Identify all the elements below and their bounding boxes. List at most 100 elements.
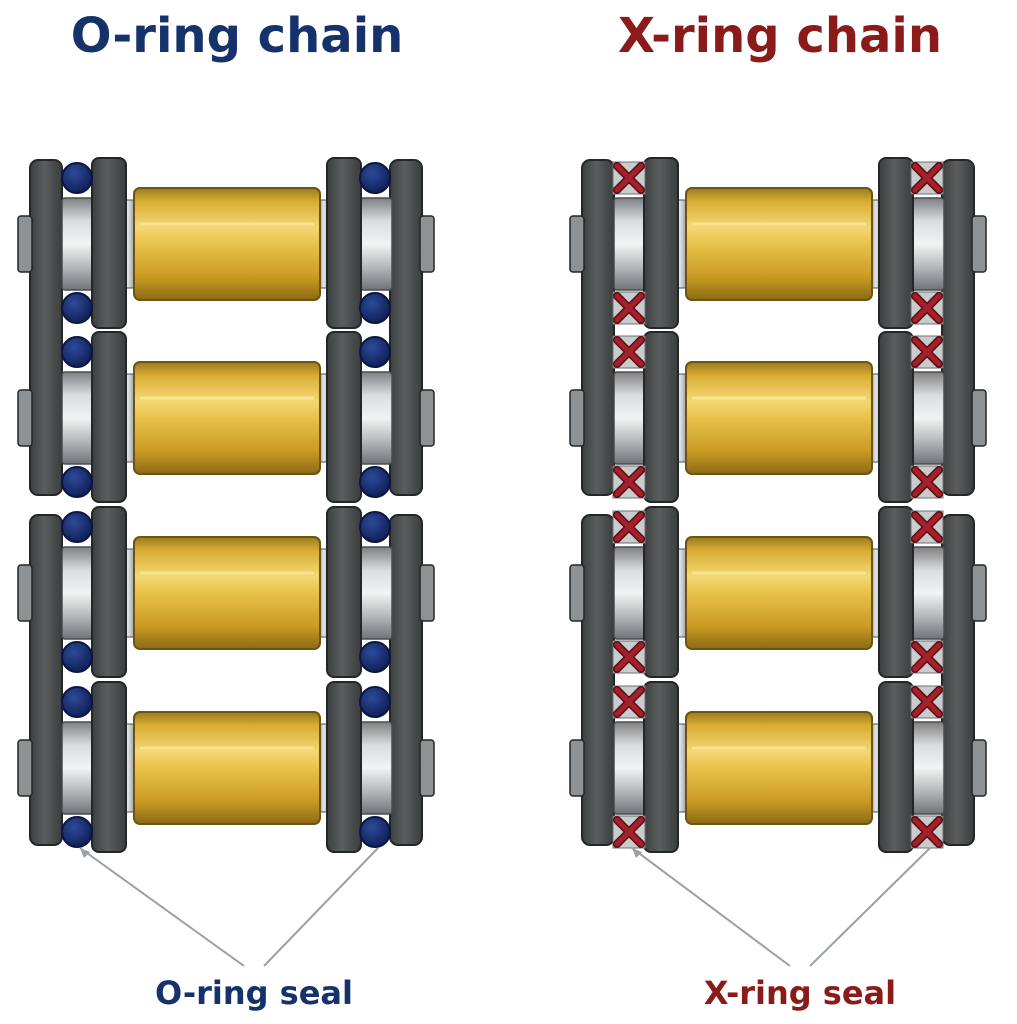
x-ring-seal [612, 685, 646, 719]
x-ring-stroke [614, 512, 644, 542]
leader-line [79, 847, 245, 967]
x-ring-seal [612, 291, 646, 325]
outer-link-plate [581, 514, 615, 846]
roller [685, 361, 873, 475]
inner-link-plate [326, 331, 362, 503]
leader-line [809, 847, 931, 967]
leader-arrowhead [80, 848, 90, 858]
x-ring-stroke [912, 817, 942, 847]
roller [133, 361, 321, 475]
x-ring-stroke [614, 467, 644, 497]
x-ring-stroke [614, 642, 644, 672]
pin-end [569, 389, 585, 447]
inner-link-plate [326, 157, 362, 329]
bushing [613, 546, 649, 640]
inner-link-plate [643, 506, 679, 678]
x-ring-seal [910, 685, 944, 719]
leader-line [631, 847, 791, 967]
pin-end [971, 389, 987, 447]
bushing [909, 721, 945, 815]
o-ring-seal [359, 292, 391, 324]
pin-end [971, 739, 987, 797]
o-ring-seal [61, 511, 93, 543]
pin-end [569, 739, 585, 797]
pin-end [419, 739, 435, 797]
inner-link-plate [643, 681, 679, 853]
x-ring-seal [910, 291, 944, 325]
bushing [613, 721, 649, 815]
roller [133, 536, 321, 650]
panel-title: X-ring chain [618, 8, 942, 64]
inner-link-plate [878, 157, 914, 329]
x-ring-stroke [912, 687, 942, 717]
o-ring-seal [61, 336, 93, 368]
inner-link-plate [326, 681, 362, 853]
pin-end [17, 564, 33, 622]
o-ring-seal [61, 686, 93, 718]
o-ring-seal [359, 686, 391, 718]
x-ring-stroke [614, 163, 644, 193]
x-ring-stroke [912, 512, 942, 542]
inner-link-plate [878, 331, 914, 503]
outer-link-plate [389, 514, 423, 846]
o-ring-seal [61, 641, 93, 673]
chain-link [612, 506, 945, 678]
x-ring-stroke [614, 817, 644, 847]
inner-link-plate [878, 681, 914, 853]
inner-link-plate [91, 331, 127, 503]
roller [133, 711, 321, 825]
pin-end [17, 215, 33, 273]
panel-title: O-ring chain [71, 8, 404, 64]
leader-arrowhead [632, 848, 642, 858]
inner-link-plate [91, 506, 127, 678]
inner-link-plate [326, 506, 362, 678]
outer-link-plate [29, 159, 63, 496]
x-ring-stroke [614, 293, 644, 323]
inner-link-plate [643, 157, 679, 329]
chain-link [61, 331, 393, 503]
inner-link-plate [91, 157, 127, 329]
inner-link-plate [643, 331, 679, 503]
x-ring-seal [612, 510, 646, 544]
inner-link-plate [91, 681, 127, 853]
leader-line [263, 847, 379, 967]
chain-link [61, 681, 393, 853]
x-ring-seal [910, 815, 944, 849]
roller [685, 711, 873, 825]
x-ring-seal [612, 161, 646, 195]
o-ring-seal [359, 816, 391, 848]
pin-end [971, 564, 987, 622]
x-ring-seal [910, 335, 944, 369]
x-ring-seal [910, 510, 944, 544]
chain-link [612, 331, 945, 503]
roller [133, 187, 321, 301]
bushing [61, 546, 97, 640]
x-ring-seal [612, 815, 646, 849]
x-ring-seal [910, 161, 944, 195]
outer-link-plate [941, 514, 975, 846]
x-ring-stroke [912, 642, 942, 672]
o-ring-seal [359, 336, 391, 368]
seal-label: O-ring seal [155, 974, 353, 1012]
x-ring-seal [612, 335, 646, 369]
pin-end [419, 389, 435, 447]
bushing [61, 371, 97, 465]
seal-label: X-ring seal [704, 974, 896, 1012]
o-ring-seal [359, 466, 391, 498]
chain-link [61, 157, 393, 329]
x-ring-stroke [614, 687, 644, 717]
bushing [61, 721, 97, 815]
pin-end [569, 564, 585, 622]
outer-link-plate [581, 159, 615, 496]
chain-link [612, 157, 945, 329]
pin-end [419, 564, 435, 622]
o-ring-seal [359, 641, 391, 673]
outer-link-plate [389, 159, 423, 496]
x-ring-seal [910, 640, 944, 674]
o-ring-seal [61, 466, 93, 498]
outer-link-plate [29, 514, 63, 846]
chain-link [61, 506, 393, 678]
pin-end [17, 389, 33, 447]
